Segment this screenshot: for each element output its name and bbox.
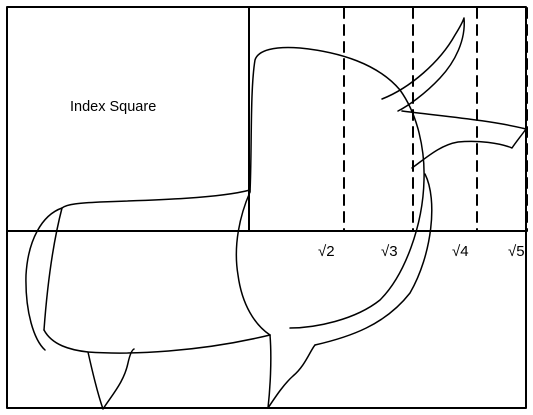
bull-back: [43, 189, 251, 331]
root-4-label: √4: [452, 243, 469, 260]
bull-horn-right: [401, 110, 527, 169]
bull-neck-line: [235, 191, 271, 336]
bull-body-contour: [314, 173, 433, 346]
bull-belly: [43, 329, 271, 354]
bull-front-leg: [267, 334, 316, 409]
root-3-label: √3: [381, 243, 398, 260]
root-5-label: √5: [508, 243, 525, 260]
bull-tail: [25, 207, 63, 351]
outer-frame: [6, 6, 527, 409]
bull-rear-leg: [87, 348, 135, 410]
bull-head: [249, 46, 425, 329]
bull-horn-top: [381, 17, 465, 112]
root-2-label: √2: [318, 243, 335, 260]
index-square-label: Index Square: [70, 99, 157, 115]
